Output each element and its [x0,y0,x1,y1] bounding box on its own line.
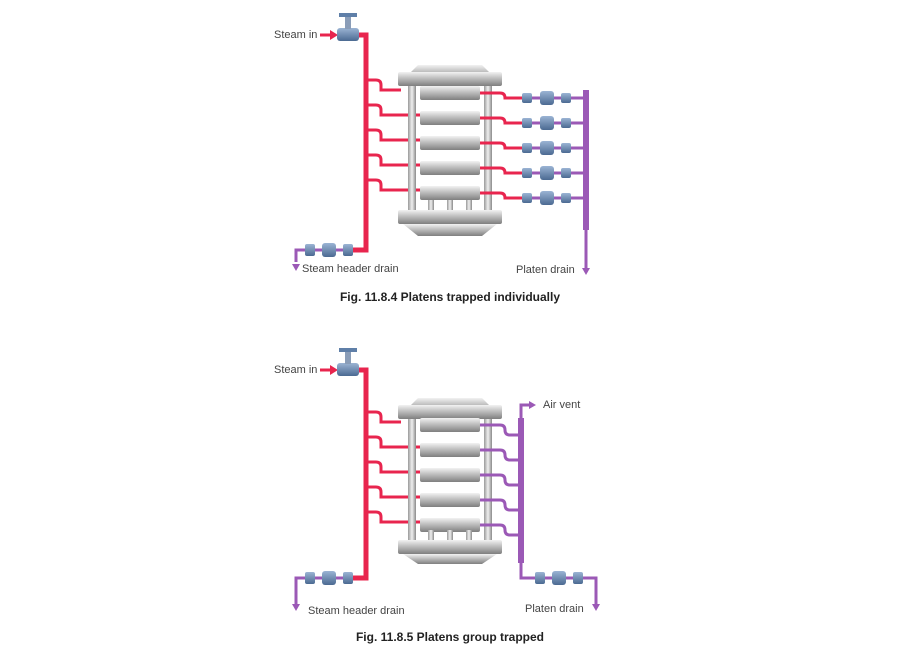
fig1-platen-drain-label: Platen drain [516,264,575,276]
steam-in-arrowhead [330,30,338,40]
trap-set-2 [522,116,586,130]
air-vent [519,401,536,418]
fig1-caption: Fig. 11.8.4 Platens trapped individually [340,290,560,304]
platen-drain-manifold [583,90,589,230]
figure-group-trapping: Steam in Air vent Steam header drain Pla… [274,348,600,644]
platen-press-2 [398,398,502,564]
fig2-steam-in-label: Steam in [274,364,317,376]
steam-branches [366,78,421,192]
fig1-header-drain-label: Steam header drain [302,263,399,275]
header-drain-line [292,243,353,271]
fig1-steam-in-label: Steam in [274,29,317,41]
trap-sets [522,91,586,205]
fig2-caption: Fig. 11.8.5 Platens group trapped [356,630,544,644]
steam-branches-2 [366,410,421,524]
steam-in-arrowhead-2 [330,365,338,375]
outlet-lines-2 [480,423,520,537]
fig2-platen-drain-label: Platen drain [525,603,584,615]
trap-set-1 [522,91,586,105]
platen-press [398,65,502,236]
trap-set-5 [522,191,586,205]
header-drain-line-2 [292,571,353,611]
steam-stop-valve [337,13,359,41]
group-drain-manifold [518,418,524,563]
fig2-header-drain-label: Steam header drain [308,605,405,617]
platen-drain-arrow [582,268,590,275]
outlet-lines [480,91,530,200]
trap-set-3 [522,141,586,155]
figure-individual-trapping: Steam in Steam header drain Platen drain… [274,13,590,304]
steam-header-pipe-2 [340,367,369,581]
fig2-air-vent-label: Air vent [543,399,580,411]
trap-set-4 [522,166,586,180]
group-trap-line [519,563,600,611]
steam-header-pipe [340,32,369,253]
steam-stop-valve-2 [337,348,359,376]
